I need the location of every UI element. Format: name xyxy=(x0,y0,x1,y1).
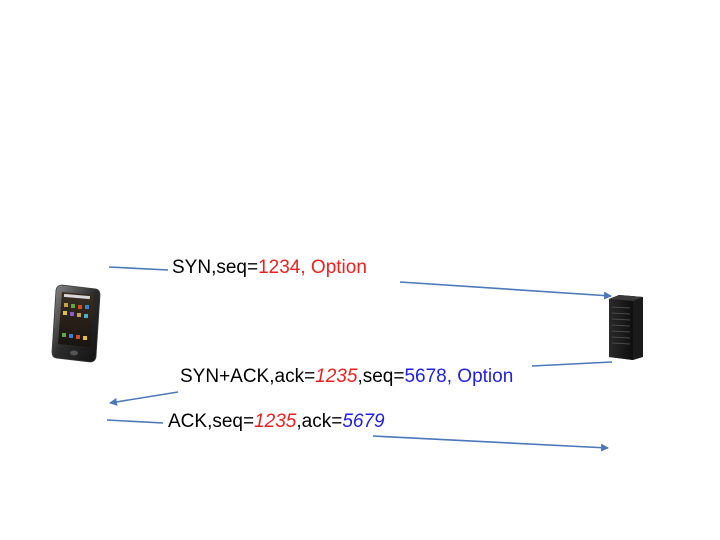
syn-message-label: SYN,seq=1234, Option xyxy=(172,257,367,279)
ack-label: ACK,seq= xyxy=(168,411,255,432)
smartphone-icon xyxy=(51,284,101,363)
syn-arrow-lead xyxy=(108,266,169,271)
ack-ack-label: ,ack= xyxy=(296,411,343,432)
synack-message-label: SYN+ACK,ack=1235,seq=5678, Option xyxy=(180,366,513,388)
syn-label: SYN,seq= xyxy=(172,257,259,278)
syn-seq-value: 1234 xyxy=(258,257,301,278)
tower-server-icon xyxy=(609,295,643,360)
synack-arrow xyxy=(109,391,179,406)
syn-arrow xyxy=(399,281,612,300)
synack-label: SYN+ACK,ack= xyxy=(180,366,316,387)
synack-arrow-lead xyxy=(531,361,613,367)
ack-arrow xyxy=(372,435,609,452)
ack-arrow-lead xyxy=(106,419,164,424)
synack-ack-value: 1235 xyxy=(315,366,358,387)
synack-option: , Option xyxy=(446,366,514,387)
syn-option: , Option xyxy=(300,257,367,278)
synack-seq-value: 5678 xyxy=(404,366,447,387)
ack-ack-value: 5679 xyxy=(342,411,385,432)
ack-message-label: ACK,seq=1235,ack=5679 xyxy=(168,411,385,433)
synack-seq-label: ,seq= xyxy=(357,366,405,387)
ack-seq-value: 1235 xyxy=(254,411,297,432)
